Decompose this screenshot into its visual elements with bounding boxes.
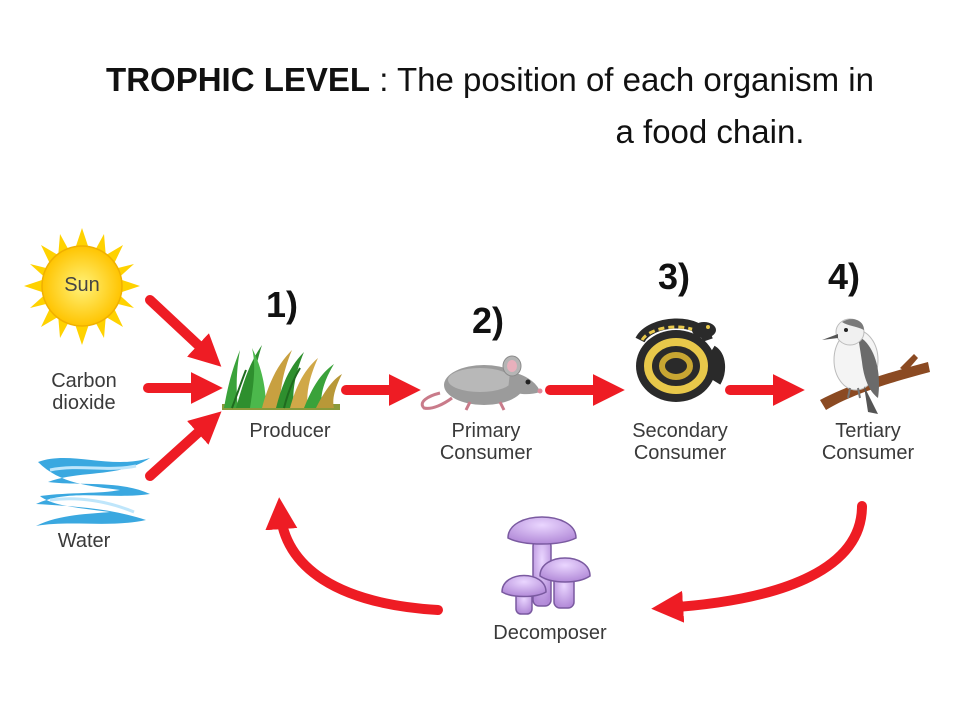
title-definition-line2: a food chain. <box>615 113 805 150</box>
water-icon <box>36 458 150 526</box>
title-definition-line1: The position of each organism in <box>397 61 874 98</box>
level-number-1: 1) <box>266 284 299 325</box>
arrow-tertiary-to-decomposer <box>651 501 867 623</box>
level-number-2: 2) <box>472 300 505 341</box>
grass-icon <box>222 345 342 410</box>
primary-consumer-label: Primary Consumer <box>439 420 533 464</box>
sun-icon <box>24 228 140 345</box>
snake-icon <box>635 318 726 402</box>
title-term: TROPHIC LEVEL <box>106 61 371 98</box>
bird-icon <box>820 318 930 414</box>
secondary-consumer-label: Secondary Consumer <box>632 420 728 464</box>
level-number-4: 4) <box>828 256 861 297</box>
tertiary-consumer-label: Tertiary Consumer <box>821 420 915 464</box>
decomposer-label: Decomposer <box>493 622 607 644</box>
water-label: Water <box>57 530 111 552</box>
sun-label: Sun <box>64 274 100 296</box>
level-number-3: 3) <box>658 256 691 297</box>
carbon-dioxide-label: Carbon dioxide <box>51 370 117 414</box>
arrow-decomposer-to-producer <box>265 497 443 615</box>
title-separator: : <box>370 61 397 98</box>
producer-label: Producer <box>249 420 331 442</box>
arrow-water-to-producer <box>145 411 222 481</box>
slide-title: TROPHIC LEVEL : The position of each org… <box>0 60 960 100</box>
mushroom-icon <box>501 516 591 615</box>
arrow-sun-to-producer <box>145 295 222 367</box>
mouse-icon <box>420 355 543 411</box>
